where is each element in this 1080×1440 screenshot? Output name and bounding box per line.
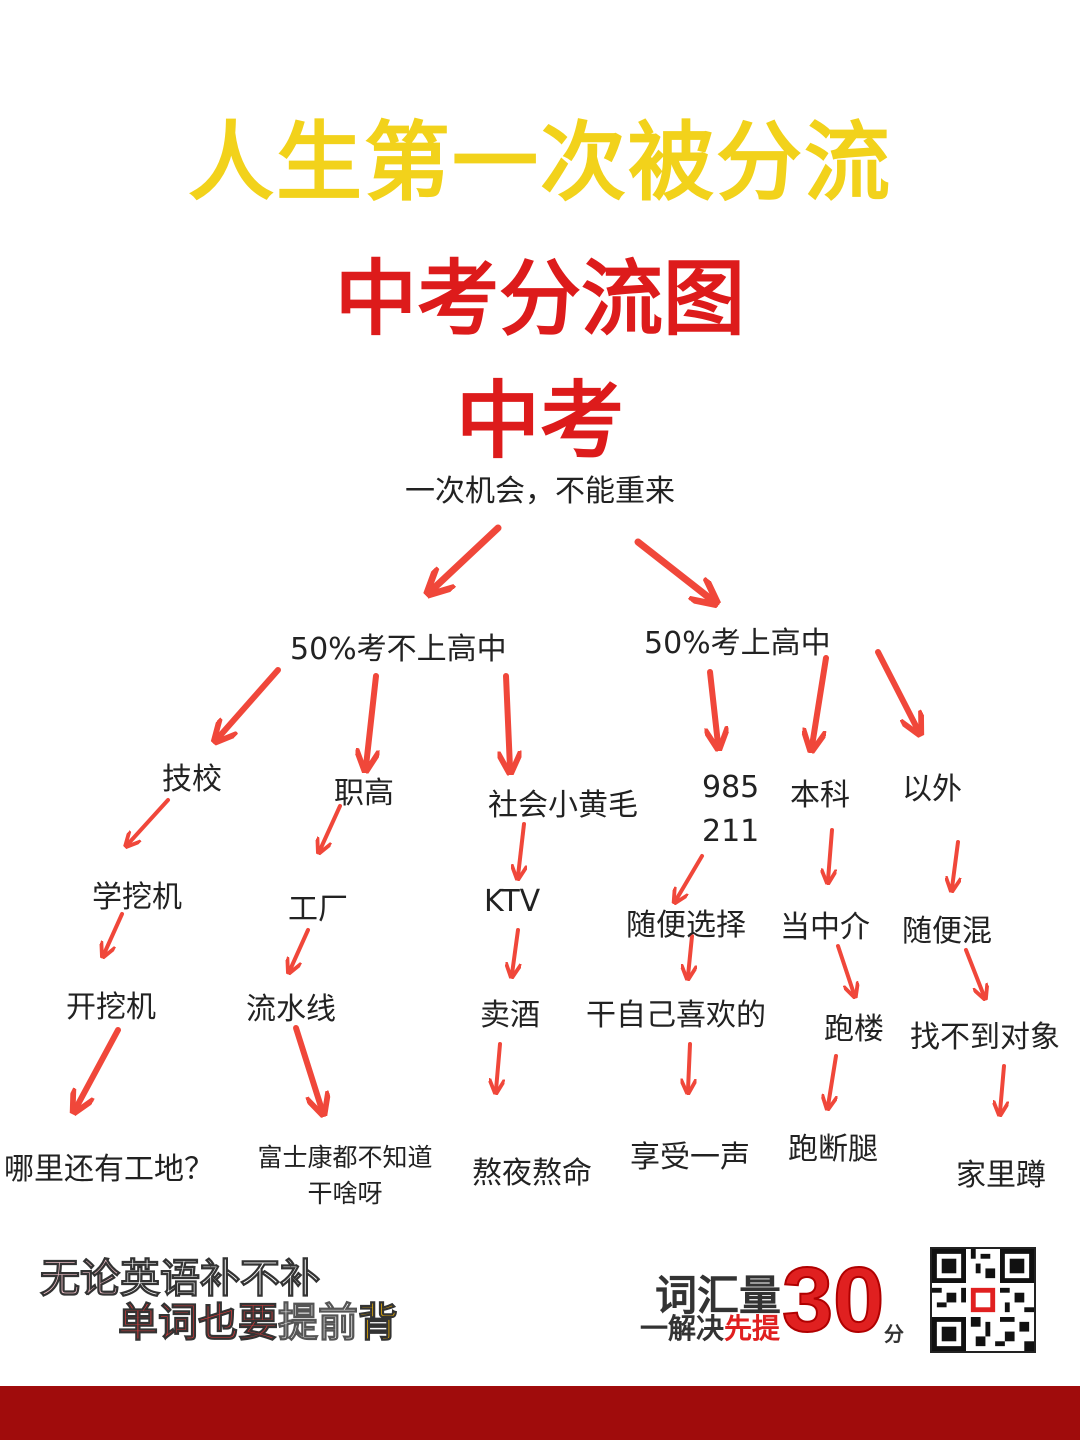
node-maijiu: 卖酒	[480, 998, 540, 1033]
arrow-ktv-maijiu	[512, 928, 518, 974]
node-ganziji: 干自己喜欢的	[586, 998, 766, 1033]
node-211: 211	[702, 814, 760, 849]
arrow-right-985	[710, 669, 718, 744]
qr-code-icon[interactable]	[930, 1247, 1036, 1353]
promo-line-2: 单词也要提前背	[118, 1290, 399, 1348]
node-xiangshou: 享受一声	[630, 1140, 750, 1175]
arrow-right-benke	[812, 655, 829, 746]
arrow-left-shehui	[506, 673, 510, 768]
promo-line-1-part-1: 无论	[40, 1256, 121, 1303]
bottom-bar	[0, 1386, 1080, 1440]
vocab-unit: 分	[884, 1322, 904, 1346]
branch-right-label: 50%考上高中	[644, 626, 831, 661]
arrow-root-left	[432, 524, 502, 590]
node-fushikang-line1: 富士康都不知道	[257, 1143, 433, 1172]
promo-line-2-part-1: 单词也要	[118, 1300, 279, 1347]
node-yiwai: 以外	[902, 772, 962, 807]
arrow-maijiu-aoye	[496, 1042, 500, 1090]
root-node: 中考	[455, 372, 624, 470]
arrow-left-zhigao	[366, 673, 376, 766]
node-gongdi: 哪里还有工地？	[4, 1152, 214, 1187]
node-985: 985	[702, 770, 760, 805]
arrow-paolou-duantui	[828, 1054, 838, 1106]
node-gongchang: 工厂	[288, 892, 348, 927]
node-zhaobudao: 找不到对象	[910, 1020, 1060, 1055]
node-jixiao: 技校	[162, 762, 222, 797]
node-zhongjie: 当中介	[780, 910, 870, 945]
node-suibian: 随便选择	[626, 908, 746, 943]
root-caption: 一次机会，不能重来	[405, 474, 675, 509]
arrow-zhaobudao-jialidun	[1000, 1064, 1004, 1112]
node-liushuixian: 流水线	[246, 992, 336, 1027]
arrow-ganziji-xiangshou	[688, 1042, 690, 1090]
node-fushikang: 富士康都不知道 干啥呀	[250, 1140, 440, 1212]
vocab-title: 词汇量	[655, 1271, 782, 1320]
main-title: 人生第一次被分流	[188, 113, 892, 213]
node-jialidun: 家里蹲	[956, 1158, 1046, 1193]
vocab-sub-highlight: 先提	[724, 1312, 781, 1345]
arrow-suibianhun-zhaobudao	[964, 948, 984, 996]
promo-line-1-part-3: 补不补	[200, 1256, 321, 1303]
node-paolou: 跑楼	[824, 1012, 884, 1047]
arrow-left-jixiao	[218, 667, 281, 738]
node-benke: 本科	[790, 778, 850, 813]
arrow-liushuixian-fushikang	[293, 1025, 322, 1110]
arrow-211-suibian	[676, 854, 704, 900]
arrow-xuewaji-kaiwaji	[104, 912, 124, 954]
qr-code-graphic	[932, 1249, 1034, 1351]
arrow-jixiao-xuewaji	[128, 798, 170, 844]
arrow-zhongjie-paolou	[836, 944, 854, 994]
branch-left-label: 50%考不上高中	[290, 632, 507, 667]
node-shehui: 社会小黄毛	[488, 788, 638, 823]
promo-line-1: 无论英语补不补	[40, 1246, 321, 1304]
arrow-suibian-ganziji	[688, 934, 692, 976]
arrow-benke-zhongjie	[828, 828, 832, 880]
arrow-root-right	[634, 538, 712, 600]
vocab-sub-prefix: 一解决	[640, 1312, 725, 1345]
node-ktv: KTV	[484, 884, 541, 919]
promo-line-1-part-2: 英语	[120, 1256, 201, 1303]
promo-line-2-part-2: 提前	[278, 1300, 359, 1347]
arrow-shehui-ktv	[518, 822, 524, 876]
arrow-zhigao-gongchang	[320, 804, 342, 850]
node-duantui: 跑断腿	[788, 1132, 878, 1167]
arrow-yiwai-suibianhun	[952, 840, 958, 888]
node-fushikang-line2: 干啥呀	[307, 1179, 383, 1208]
node-suibianhun: 随便混	[902, 914, 992, 949]
arrow-right-yiwai	[875, 649, 918, 730]
promo-line-2-part-3: 背	[358, 1300, 399, 1347]
subtitle: 中考分流图	[334, 252, 745, 347]
node-zhigao: 职高	[334, 776, 394, 811]
node-xuewaji: 学挖机	[92, 880, 182, 915]
node-aoye: 熬夜熬命	[472, 1156, 592, 1191]
vocab-number: 30	[781, 1248, 885, 1352]
vocab-subtitle: 一解决先提	[640, 1307, 780, 1347]
node-kaiwaji: 开挖机	[66, 990, 156, 1025]
arrow-kaiwaji-gongdi	[76, 1027, 121, 1108]
arrow-gongchang-liushuixian	[290, 928, 310, 970]
